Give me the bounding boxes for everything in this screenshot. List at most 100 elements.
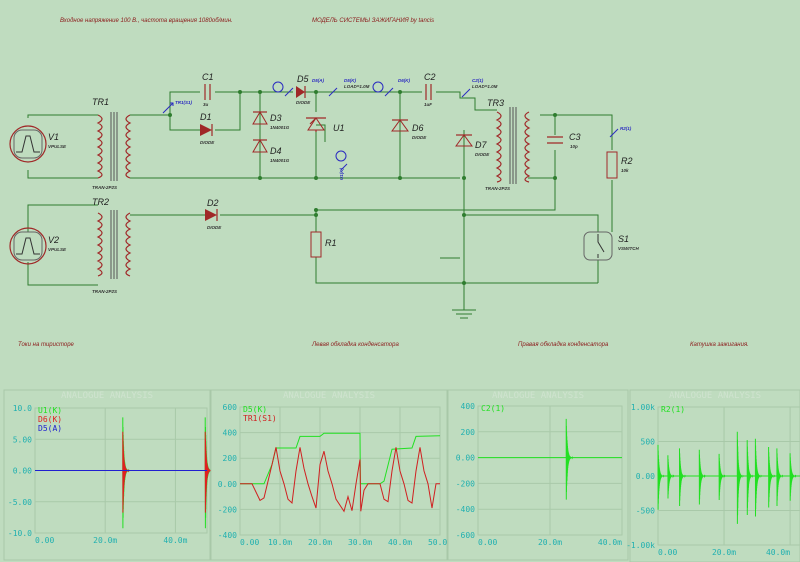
tr2-type: TRAN-2P2S	[92, 289, 117, 294]
capacitor-c3[interactable]: C3 10p	[547, 132, 581, 149]
transformer-tr3[interactable]: TR3 TRAN-2P2S	[485, 98, 531, 191]
diode-d3[interactable]: D3 1N4001G	[252, 111, 290, 130]
d5-label: D5	[297, 74, 309, 84]
legend-entry: D5(K)	[243, 405, 267, 414]
u1-label: U1	[333, 123, 345, 133]
transformer-tr1[interactable]: TR1 TRAN-2P2S	[92, 97, 132, 190]
capacitor-c2[interactable]: C2 1uF	[422, 72, 436, 107]
r2-label: R2	[621, 156, 633, 166]
y-tick-label: 400	[461, 402, 476, 411]
ignition-coil-note: Катушка зажигания.	[690, 342, 749, 348]
d7-type: DIODE	[475, 152, 490, 157]
switch-s1[interactable]: S1 VSWITCH	[583, 231, 639, 261]
resistor-r1[interactable]: R1	[310, 231, 337, 258]
x-tick-label: 20.0m	[308, 538, 332, 547]
y-tick-label: -400	[456, 505, 475, 514]
x-tick-label: 40.0m	[598, 538, 622, 547]
transformer-tr2[interactable]: TR2 TRAN-2P2S	[92, 197, 132, 294]
y-tick-label: -600	[456, 531, 475, 540]
probe-d5k[interactable]: D5(K)	[344, 78, 357, 83]
input-voltage-note: Входное напряжение 100 В., частота враще…	[60, 18, 233, 24]
thyristor-u1[interactable]: U1	[306, 117, 345, 133]
plot-area	[239, 406, 441, 536]
source-v1[interactable]: V1 VPULSE	[9, 125, 67, 163]
d2-type: DIODE	[207, 225, 222, 230]
plot-area	[477, 405, 623, 536]
probe-r2[interactable]: R2(1)	[620, 126, 632, 131]
x-tick-label: 0.00	[658, 548, 677, 557]
d1-type: DIODE	[200, 140, 215, 145]
probe-tr1[interactable]: TR1(S1)	[175, 100, 193, 105]
source-v2[interactable]: V2 VPULSE	[9, 227, 67, 265]
diode-d4[interactable]: D4 1N4001G	[252, 139, 290, 163]
diode-d5[interactable]: D5 DIODE	[296, 74, 311, 105]
graph-1[interactable]: ANALOGUE ANALYSIS10.05.000.00-5.00-10.00…	[3, 389, 213, 561]
probe-d6k[interactable]: D6(K)	[398, 78, 411, 83]
legend-entry: TR1(S1)	[243, 414, 277, 423]
d1-label: D1	[200, 112, 212, 122]
c2-value: 1uF	[424, 102, 432, 107]
d6-label: D6	[412, 123, 424, 133]
y-tick-label: 200	[223, 454, 238, 463]
series-line-r2-1-	[657, 431, 800, 524]
y-tick-label: -400	[218, 531, 237, 540]
resistor-r2[interactable]: R2 10k	[606, 151, 633, 179]
d6-type: DIODE	[412, 135, 427, 140]
probe-c2[interactable]: C2(1)	[472, 78, 484, 83]
x-tick-label: 0.00	[240, 538, 259, 547]
circuit-diagram: V1 VPULSE V2 VPULSE TR1 TRAN-2P2S TR2	[9, 72, 639, 319]
left-capacitor-plate-note: Левая обкладка конденсатора	[312, 342, 399, 348]
legend-entry: D5(A)	[38, 424, 62, 433]
probe-u1[interactable]: U1(K)	[339, 167, 344, 180]
series-line-c2-1-	[478, 418, 622, 500]
legend-entry: R2(1)	[661, 405, 685, 414]
capacitor-c1[interactable]: C1 3u	[200, 72, 215, 107]
junctions	[168, 90, 557, 285]
s1-type: VSWITCH	[618, 246, 639, 251]
d2-label: D2	[207, 198, 219, 208]
r2-value: 10k	[621, 168, 629, 173]
d5-type: DIODE	[296, 100, 311, 105]
tr1-label: TR1	[92, 97, 109, 107]
y-tick-label: 0.00	[13, 467, 32, 476]
y-tick-label: 0.00	[456, 454, 475, 463]
graph-3[interactable]: ANALOGUE ANALYSIS4002000.00-200-400-6000…	[447, 389, 629, 561]
d3-type: 1N4001G	[270, 125, 290, 130]
y-tick-label: -200	[218, 505, 237, 514]
graph-2[interactable]: ANALOGUE ANALYSIS6004002000.00-200-4000.…	[210, 389, 452, 561]
y-tick-label: 500	[641, 438, 656, 447]
d3-label: D3	[270, 113, 282, 123]
series-line-tr1-s1-	[240, 447, 440, 513]
x-tick-label: 40.0m	[766, 548, 790, 557]
diode-d7[interactable]: D7 DIODE	[455, 134, 490, 157]
graph-4[interactable]: ANALOGUE ANALYSIS1.00k5000.00-500-1.00k0…	[626, 389, 800, 562]
r1-label: R1	[325, 238, 337, 248]
y-tick-label: 1.00k	[631, 403, 655, 412]
v1-type: VPULSE	[48, 144, 67, 149]
graph-title: ANALOGUE ANALYSIS	[669, 391, 761, 401]
tr3-label: TR3	[487, 98, 504, 108]
probe-load-1: LOAD=1.0M	[344, 84, 370, 89]
diode-d1[interactable]: D1 DIODE	[200, 112, 215, 145]
v2-label: V2	[48, 235, 59, 245]
diode-d2[interactable]: D2 DIODE	[205, 198, 222, 230]
c3-label: C3	[569, 132, 581, 142]
y-tick-label: 600	[223, 403, 238, 412]
v1-label: V1	[48, 132, 59, 142]
c3-value: 10p	[570, 144, 578, 149]
y-tick-label: -10.0	[8, 529, 32, 538]
y-tick-label: 5.00	[13, 435, 32, 444]
c1-label: C1	[202, 72, 214, 82]
x-tick-label: 40.0m	[163, 536, 187, 545]
y-tick-label: -5.00	[8, 498, 32, 507]
y-tick-label: -1.00k	[626, 541, 655, 550]
x-tick-label: 20.0m	[538, 538, 562, 547]
diode-d6[interactable]: D6 DIODE	[391, 119, 427, 140]
v2-type: VPULSE	[48, 247, 67, 252]
x-tick-label: 0.00	[478, 538, 497, 547]
model-title-note: МОДЕЛЬ СИСТЕМЫ ЗАЖИГАНИЯ by tancis	[312, 18, 435, 24]
x-tick-label: 0.00	[35, 536, 54, 545]
probe-d5a[interactable]: D5(A)	[312, 78, 325, 83]
